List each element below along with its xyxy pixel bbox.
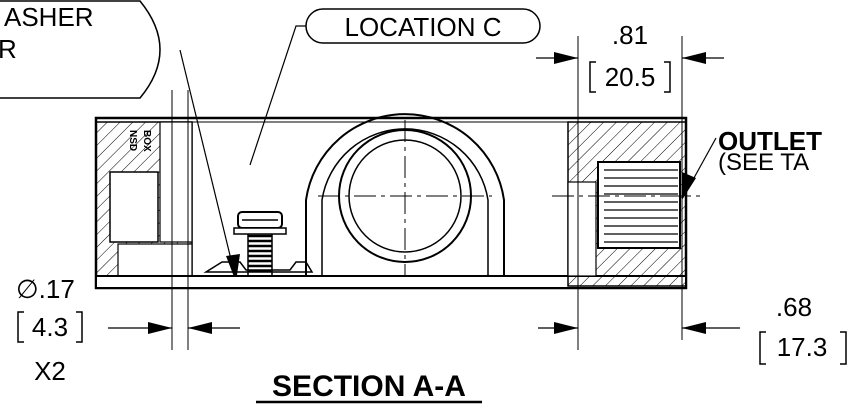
- center-boss-outer: [305, 113, 505, 276]
- dim-hole-mm-brackets: [17, 311, 83, 343]
- left-wall-recess: [109, 171, 159, 243]
- dim-top-arrow-left: [554, 52, 578, 64]
- outlet-leader-arrow: [682, 172, 696, 200]
- wall-marking-1: NSD: [127, 130, 138, 151]
- dim-right-arrow-left: [554, 322, 578, 334]
- washer-callout-balloon: [0, 0, 161, 99]
- outlet-thread-lines: [604, 169, 678, 243]
- left-wall-pocket: [159, 121, 193, 243]
- ground-screw-thread: [248, 234, 272, 273]
- section-title: SECTION A-A: [272, 370, 466, 403]
- dim-hole-qty: X2: [34, 356, 66, 386]
- washer-callout-text-1: ASHER: [4, 2, 94, 32]
- dim-top-arrow-right: [682, 52, 706, 64]
- dim-hole-arrow-left: [148, 322, 172, 334]
- washer-callout-text-2: R: [0, 34, 17, 64]
- dim-right-arrow-right: [682, 322, 706, 334]
- washer-leader-line: [179, 49, 237, 281]
- dim-right-mm: 17.3: [777, 332, 828, 362]
- location-callout-text: LOCATION C: [345, 12, 502, 42]
- outlet-thread-bore: [597, 161, 681, 249]
- location-leader-line: [249, 25, 306, 166]
- outlet-callout-text-2: (SEE TA: [718, 149, 809, 176]
- outlet-callout-text-1: OUTLET: [718, 126, 822, 156]
- dim-top-mm-brackets: [589, 61, 671, 93]
- dim-right-mm-brackets: [759, 331, 847, 365]
- right-wall-pocket: [567, 181, 597, 277]
- wall-marking-2: BOX: [141, 130, 152, 152]
- dim-top-inch: .81: [612, 20, 648, 50]
- dim-right-inch: .68: [776, 292, 812, 322]
- dim-hole-arrow-right: [188, 322, 212, 334]
- dim-hole-dia: ∅.17: [16, 274, 75, 304]
- ground-washer: [233, 227, 287, 235]
- dim-top-mm: 20.5: [605, 62, 656, 92]
- ground-clip: [203, 261, 314, 273]
- dim-hole-mm: 4.3: [32, 312, 68, 342]
